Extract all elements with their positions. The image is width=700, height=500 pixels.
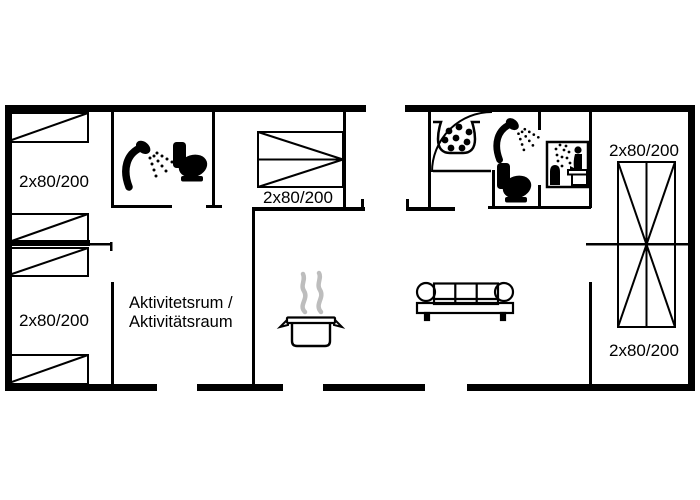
bed-label-middle: 2x80/200 (263, 188, 333, 207)
bed-label-top-left: 2x80/200 (19, 172, 89, 191)
cooking-pot-icon (276, 316, 346, 348)
activity-room-label-line2: Aktivitätsraum (129, 313, 233, 331)
bed-bottom-left-1 (5, 247, 89, 277)
bed-top-left-2 (5, 213, 89, 244)
sauna-icon (545, 140, 590, 189)
toilet-icon (497, 163, 535, 203)
sofa-icon (415, 281, 515, 322)
steam-icon (300, 270, 324, 315)
bed-bottom-left-2 (5, 354, 89, 385)
bed-top-left-1 (5, 112, 89, 143)
bed-label-bottom-left: 2x80/200 (19, 311, 89, 330)
shower-icon (497, 116, 540, 160)
bed-label-bottom-right: 2x80/200 (609, 341, 679, 360)
toilet-icon (173, 142, 211, 182)
shower-icon (126, 138, 174, 187)
bed-middle-double (257, 131, 344, 188)
activity-room-label-line1: Aktivitetsrum / (129, 294, 233, 312)
bed-right-double-bottom (617, 244, 676, 328)
bed-label-top-right: 2x80/200 (609, 141, 679, 160)
whirlpool-icon (433, 120, 480, 155)
